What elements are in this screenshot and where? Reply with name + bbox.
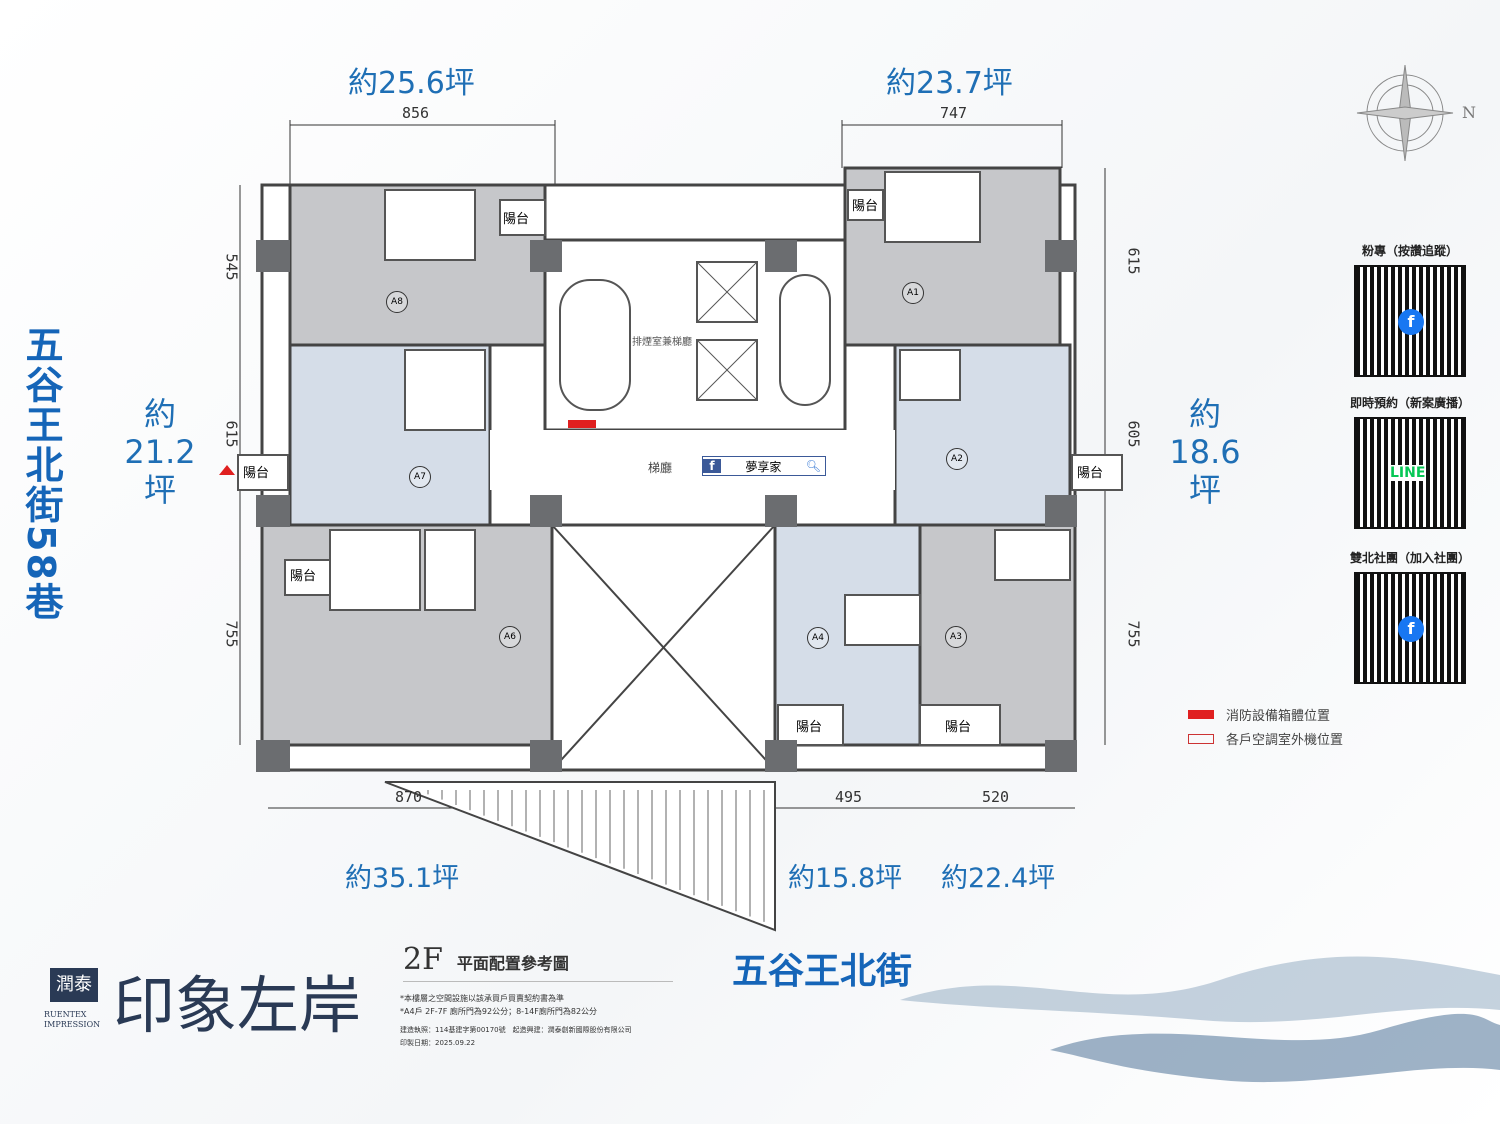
area-a7: 約 21.2 坪 <box>120 395 200 509</box>
facebook-icon: f <box>1398 616 1424 642</box>
search-icon: 🔍︎ <box>805 459 821 473</box>
unit-label-a2: A2 <box>946 448 968 470</box>
unit-label-a3: A3 <box>945 626 967 648</box>
balcony-label-a4: 陽台 <box>796 720 823 735</box>
qr-facebook-page[interactable]: 粉專（按讚追蹤） f <box>1345 242 1475 377</box>
badge-text: 夢享家 <box>745 459 782 474</box>
fire-box-swatch <box>1188 710 1214 719</box>
brand-en-2: IMPRESSION <box>44 1020 101 1029</box>
qr-label: 粉專（按讚追蹤） <box>1361 244 1458 258</box>
lobby-corridor <box>490 430 895 490</box>
unit-label-a1: A1 <box>902 282 924 304</box>
dim-bottom-3: 520 <box>982 788 1010 806</box>
brand-en-1: RUENTEX <box>44 1010 87 1019</box>
facebook-icon: f <box>1398 309 1424 335</box>
area-a2-l3: 坪 <box>1188 471 1221 509</box>
street-left: 五谷王北街58巷 <box>19 325 63 622</box>
area-a2-l2: 18.6 <box>1169 433 1241 471</box>
brand-en: RUENTEX IMPRESSION <box>44 1010 100 1030</box>
area-a3: 約22.4坪 <box>941 863 1056 894</box>
balcony-label-a6: 陽台 <box>290 569 317 584</box>
balcony-label-a8: 陽台 <box>503 212 530 227</box>
qr-code[interactable]: f <box>1354 572 1466 684</box>
legend-ac: 各戶空調室外機位置 <box>1188 729 1343 748</box>
plan-notes: *本樓層之空間設施以該承買戶買賣契約書為準 *A4戶 2F-7F 廁所門為92公… <box>400 992 632 1050</box>
lobby-label: 梯廳 <box>648 461 673 475</box>
qr-line[interactable]: 即時預約（新案廣播） LINE <box>1345 394 1475 529</box>
legend-label: 各戶空調室外機位置 <box>1226 733 1344 748</box>
dim-left-2: 615 <box>222 420 241 448</box>
dream-house-badge[interactable]: f 夢享家 🔍︎ <box>702 456 826 476</box>
facebook-icon: f <box>703 459 721 473</box>
balcony-label-a7: 陽台 <box>243 466 270 481</box>
balcony-triangle <box>384 781 776 932</box>
brand-name: 印象左岸 <box>113 969 362 1042</box>
unit-label-a8: A8 <box>386 291 408 313</box>
area-a7-l2: 21.2 <box>124 433 196 471</box>
wave-decoration <box>900 956 1500 1083</box>
balcony-label-a1: 陽台 <box>852 199 879 214</box>
fire-equipment-marker <box>568 420 596 428</box>
info-1: 建造執照：114基建字第00170號 起造興建：潤泰創新國際股份有限公司 <box>400 1026 632 1034</box>
street-bottom: 五谷王北街 <box>732 951 913 992</box>
qr-facebook-group[interactable]: 雙北社團（加入社團） f <box>1345 549 1475 684</box>
legend-fire: 消防設備箱體位置 <box>1188 705 1330 724</box>
unit-label-a4: A4 <box>807 627 829 649</box>
compass-north: N <box>1462 103 1476 122</box>
plan-title-text: 平面配置參考圖 <box>456 954 569 973</box>
area-a8: 約25.6坪 <box>348 66 475 101</box>
qr-label: 雙北社團（加入社團） <box>1349 551 1470 565</box>
unit-label-a6: A6 <box>499 626 521 648</box>
compass-icon <box>1356 64 1454 162</box>
qr-code[interactable]: f <box>1354 265 1466 377</box>
dim-right-1: 615 <box>1124 247 1143 275</box>
dim-top-left: 856 <box>402 104 430 122</box>
dim-right-3: 755 <box>1124 620 1143 648</box>
area-a1: 約23.7坪 <box>886 66 1013 101</box>
note-2: *A4戶 2F-7F 廁所門為92公分；8-14F廁所門為82公分 <box>400 1007 598 1016</box>
balcony-label-a2: 陽台 <box>1077 466 1104 481</box>
dim-left-3: 755 <box>222 620 241 648</box>
line-icon: LINE <box>1390 465 1426 481</box>
legend-label: 消防設備箱體位置 <box>1226 709 1331 724</box>
brand-logo: 潤泰 <box>50 968 98 1002</box>
balcony-label-a3: 陽台 <box>945 720 972 735</box>
qr-label: 即時預約（新案廣播） <box>1349 396 1470 410</box>
floor-label: 2F <box>403 942 443 977</box>
dim-bottom-2: 495 <box>835 788 863 806</box>
dim-left-1: 545 <box>222 253 241 281</box>
area-a2-l1: 約 <box>1188 395 1221 433</box>
note-1: *本樓層之空間設施以該承買戶買賣契約書為準 <box>400 994 564 1003</box>
area-a4: 約15.8坪 <box>788 863 903 894</box>
area-a6: 約35.1坪 <box>345 863 460 894</box>
area-a7-l3: 坪 <box>143 471 176 509</box>
dim-right-2: 605 <box>1124 420 1143 448</box>
area-a2: 約 18.6 坪 <box>1165 395 1245 509</box>
info-2: 印製日期：2025.09.22 <box>400 1039 476 1047</box>
plan-title: 2F 平面配置參考圖 <box>403 942 673 982</box>
area-a7-l1: 約 <box>143 395 176 433</box>
smoke-room-label: 排煙室兼梯廳 <box>632 337 692 348</box>
unit-label-a7: A7 <box>409 466 431 488</box>
qr-code[interactable]: LINE <box>1354 417 1466 529</box>
ac-unit-swatch <box>1188 733 1214 744</box>
dim-top-right: 747 <box>940 104 968 122</box>
dim-bottom-1: 870 <box>395 788 423 806</box>
